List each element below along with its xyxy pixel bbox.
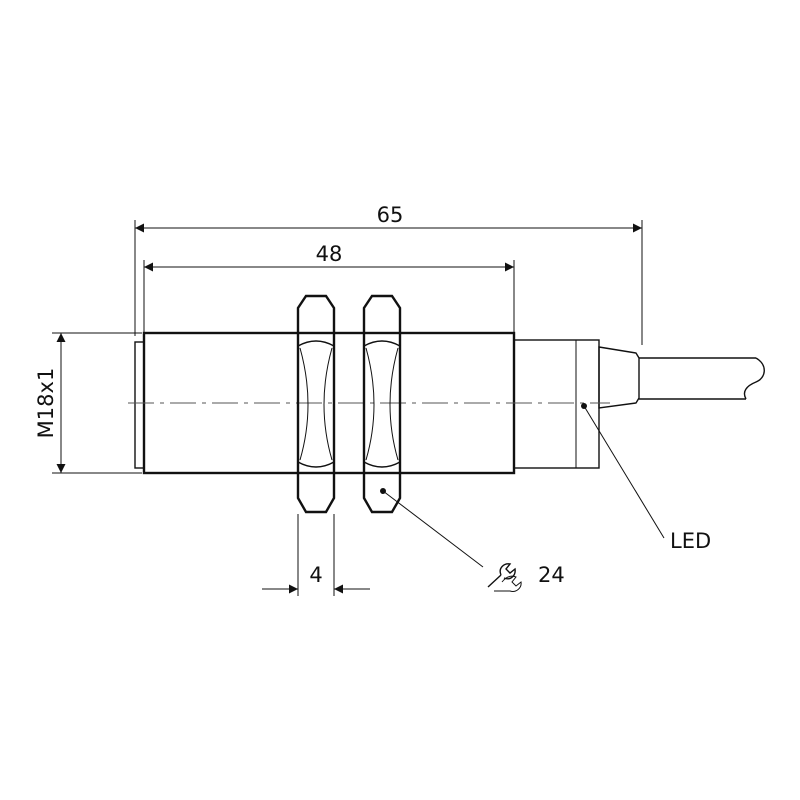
dimension-housing-length: 48 (143, 242, 515, 338)
sensor-body (128, 331, 765, 475)
thread-label: M18x1 (34, 368, 58, 439)
nut-right (362, 294, 402, 514)
rear-housing (513, 339, 600, 469)
overall-length-label: 65 (377, 203, 404, 227)
dimension-nut-thickness: 4 (262, 514, 370, 596)
cable-gland (598, 346, 640, 409)
leader-led: LED (581, 403, 711, 553)
dimension-thread: M18x1 (34, 332, 142, 474)
housing-length-label: 48 (316, 242, 343, 266)
cable (639, 357, 756, 400)
leader-wrench: 24 (380, 488, 565, 592)
led-label: LED (670, 529, 711, 553)
sensor-front-face (134, 341, 145, 469)
nut-left (296, 294, 336, 514)
nut-thickness-label: 4 (309, 563, 322, 587)
cable-break (743, 357, 765, 400)
dimension-overall-length: 65 (134, 203, 643, 345)
wrench-size-label: 24 (538, 563, 565, 587)
wrench-icon (487, 563, 522, 592)
